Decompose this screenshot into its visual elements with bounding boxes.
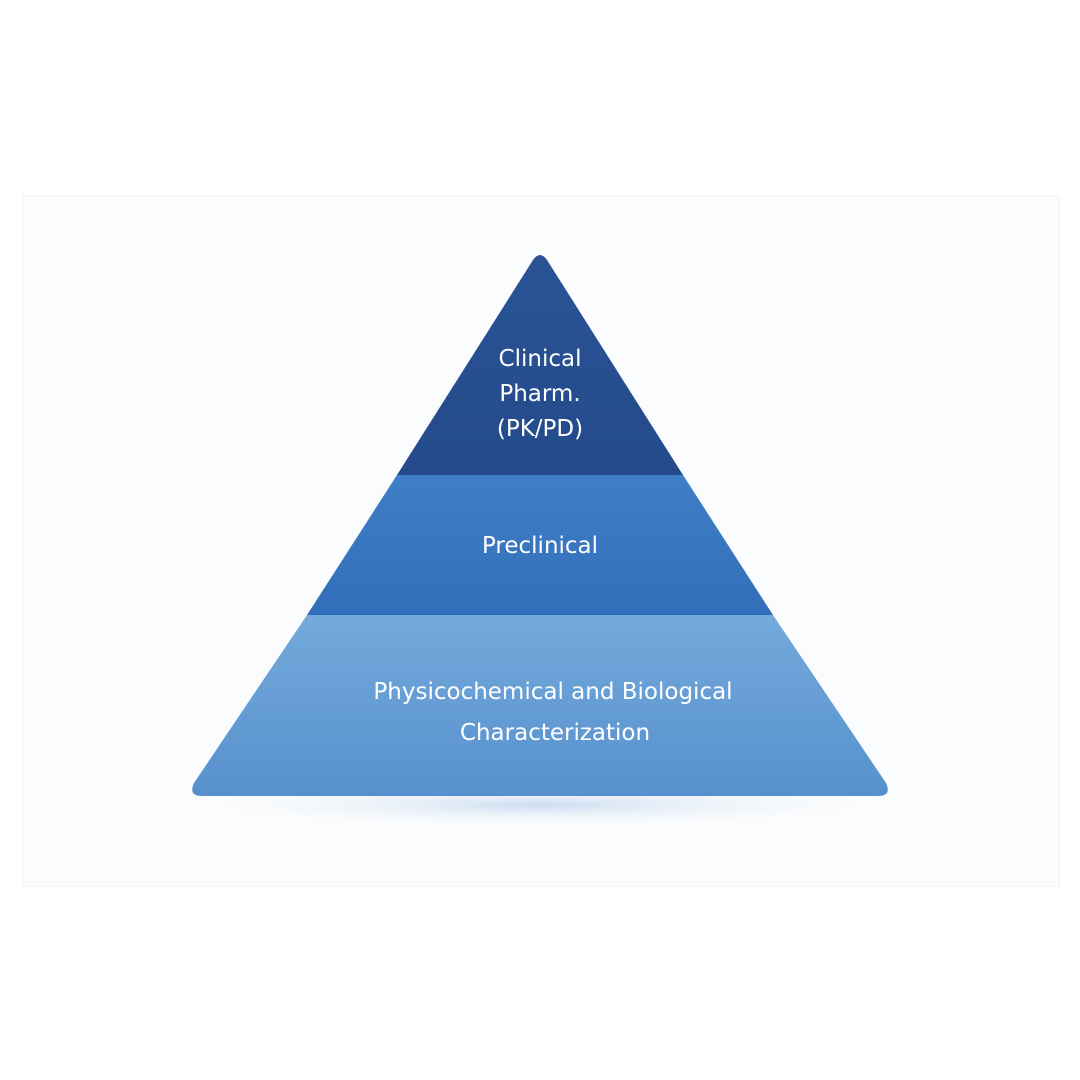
tier-bottom-shape [192, 615, 888, 796]
tier-middle-label: Preclinical [482, 533, 598, 559]
tier-top-label: Clinical Pharm. (PK/PD) [497, 346, 583, 442]
tier-top-shape [397, 255, 683, 475]
tier-top-line-2: Pharm. [499, 381, 580, 407]
tier-bottom-line-1: Physicochemical and Biological [373, 679, 732, 705]
tier-bottom-line-2: Characterization [460, 720, 650, 746]
tier-top-line-3: (PK/PD) [497, 416, 583, 442]
tier-bottom-label: Physicochemical and Biological Character… [373, 679, 732, 746]
tier-top-line-1: Clinical [499, 346, 582, 372]
tier-middle-shape [307, 475, 773, 615]
